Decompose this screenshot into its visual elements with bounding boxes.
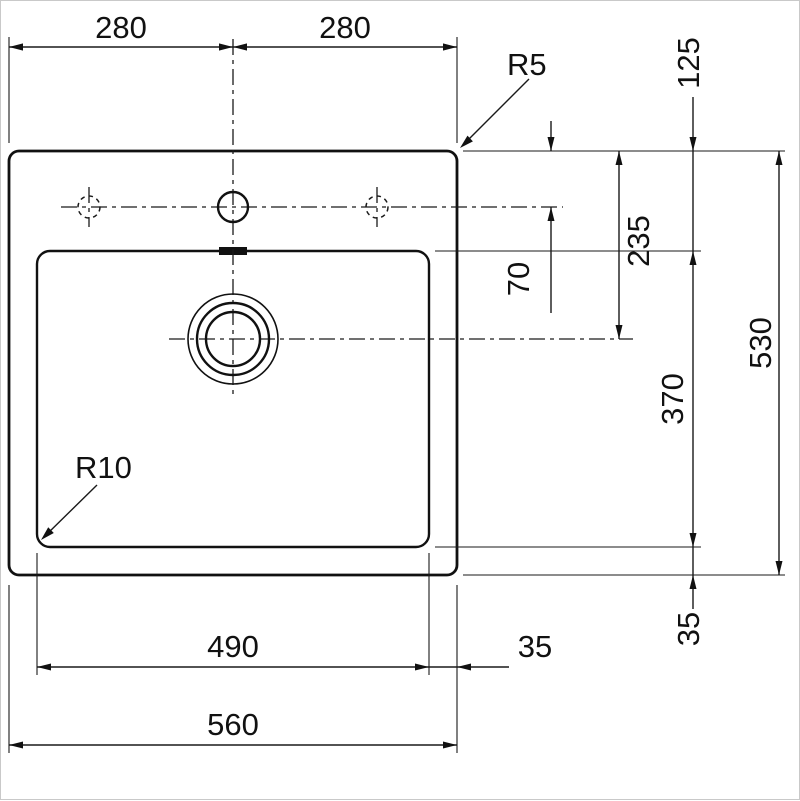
dimension-labels: 280 280 R5 70 235 125 370 530 35 490 35 … xyxy=(75,10,778,742)
arrowhead xyxy=(615,151,623,165)
arrowhead xyxy=(415,663,429,671)
arrowhead xyxy=(457,663,471,671)
arrowhead xyxy=(9,741,23,749)
drain-outer-circle xyxy=(187,293,279,385)
dim-label-top-to-bowl: 125 xyxy=(671,37,706,89)
tap-hole-marker-right xyxy=(365,195,389,219)
arrowhead xyxy=(775,561,783,575)
dimension-lines xyxy=(9,43,783,749)
extension-lines xyxy=(8,37,785,753)
arrowhead xyxy=(689,251,697,265)
arrowhead xyxy=(547,207,555,221)
dim-label-outer-radius: R5 xyxy=(507,47,547,82)
arrowhead xyxy=(689,137,697,151)
dim-label-top-width-right: 280 xyxy=(319,10,371,45)
dim-label-overall-width: 560 xyxy=(207,707,259,742)
dim-label-bowl-length: 370 xyxy=(655,373,690,425)
arrowhead xyxy=(443,43,457,51)
drain-middle-circle xyxy=(195,301,271,377)
dim-label-overall-depth: 530 xyxy=(743,317,778,369)
leader-line-r10 xyxy=(43,484,98,538)
dim-label-bowl-width: 490 xyxy=(207,629,259,664)
sink-plan-view xyxy=(7,39,633,577)
arrowhead xyxy=(547,137,555,151)
arrowhead xyxy=(775,151,783,165)
tap-hole-marker-left xyxy=(77,195,101,219)
faucet-hole xyxy=(216,190,250,224)
dim-label-bowl-to-bottom: 35 xyxy=(671,612,706,646)
bowl-outline xyxy=(35,249,431,549)
arrowhead xyxy=(9,43,23,51)
dim-label-top-width-left: 280 xyxy=(95,10,147,45)
arrowhead xyxy=(219,43,233,51)
dim-label-top-to-tap: 70 xyxy=(501,262,536,296)
drain-inner-circle xyxy=(204,310,262,368)
arrowhead xyxy=(689,575,697,589)
arrowhead xyxy=(460,135,473,148)
leader-line-r5 xyxy=(462,78,530,146)
dim-label-bowl-radius: R10 xyxy=(75,450,132,485)
arrowhead xyxy=(233,43,247,51)
arrowhead xyxy=(443,741,457,749)
arrowhead xyxy=(615,325,623,339)
dim-label-bowl-to-side: 35 xyxy=(518,629,552,664)
arrowhead xyxy=(37,663,51,671)
arrowhead xyxy=(41,527,54,540)
arrowhead xyxy=(689,533,697,547)
dim-label-top-to-drain: 235 xyxy=(621,215,656,267)
